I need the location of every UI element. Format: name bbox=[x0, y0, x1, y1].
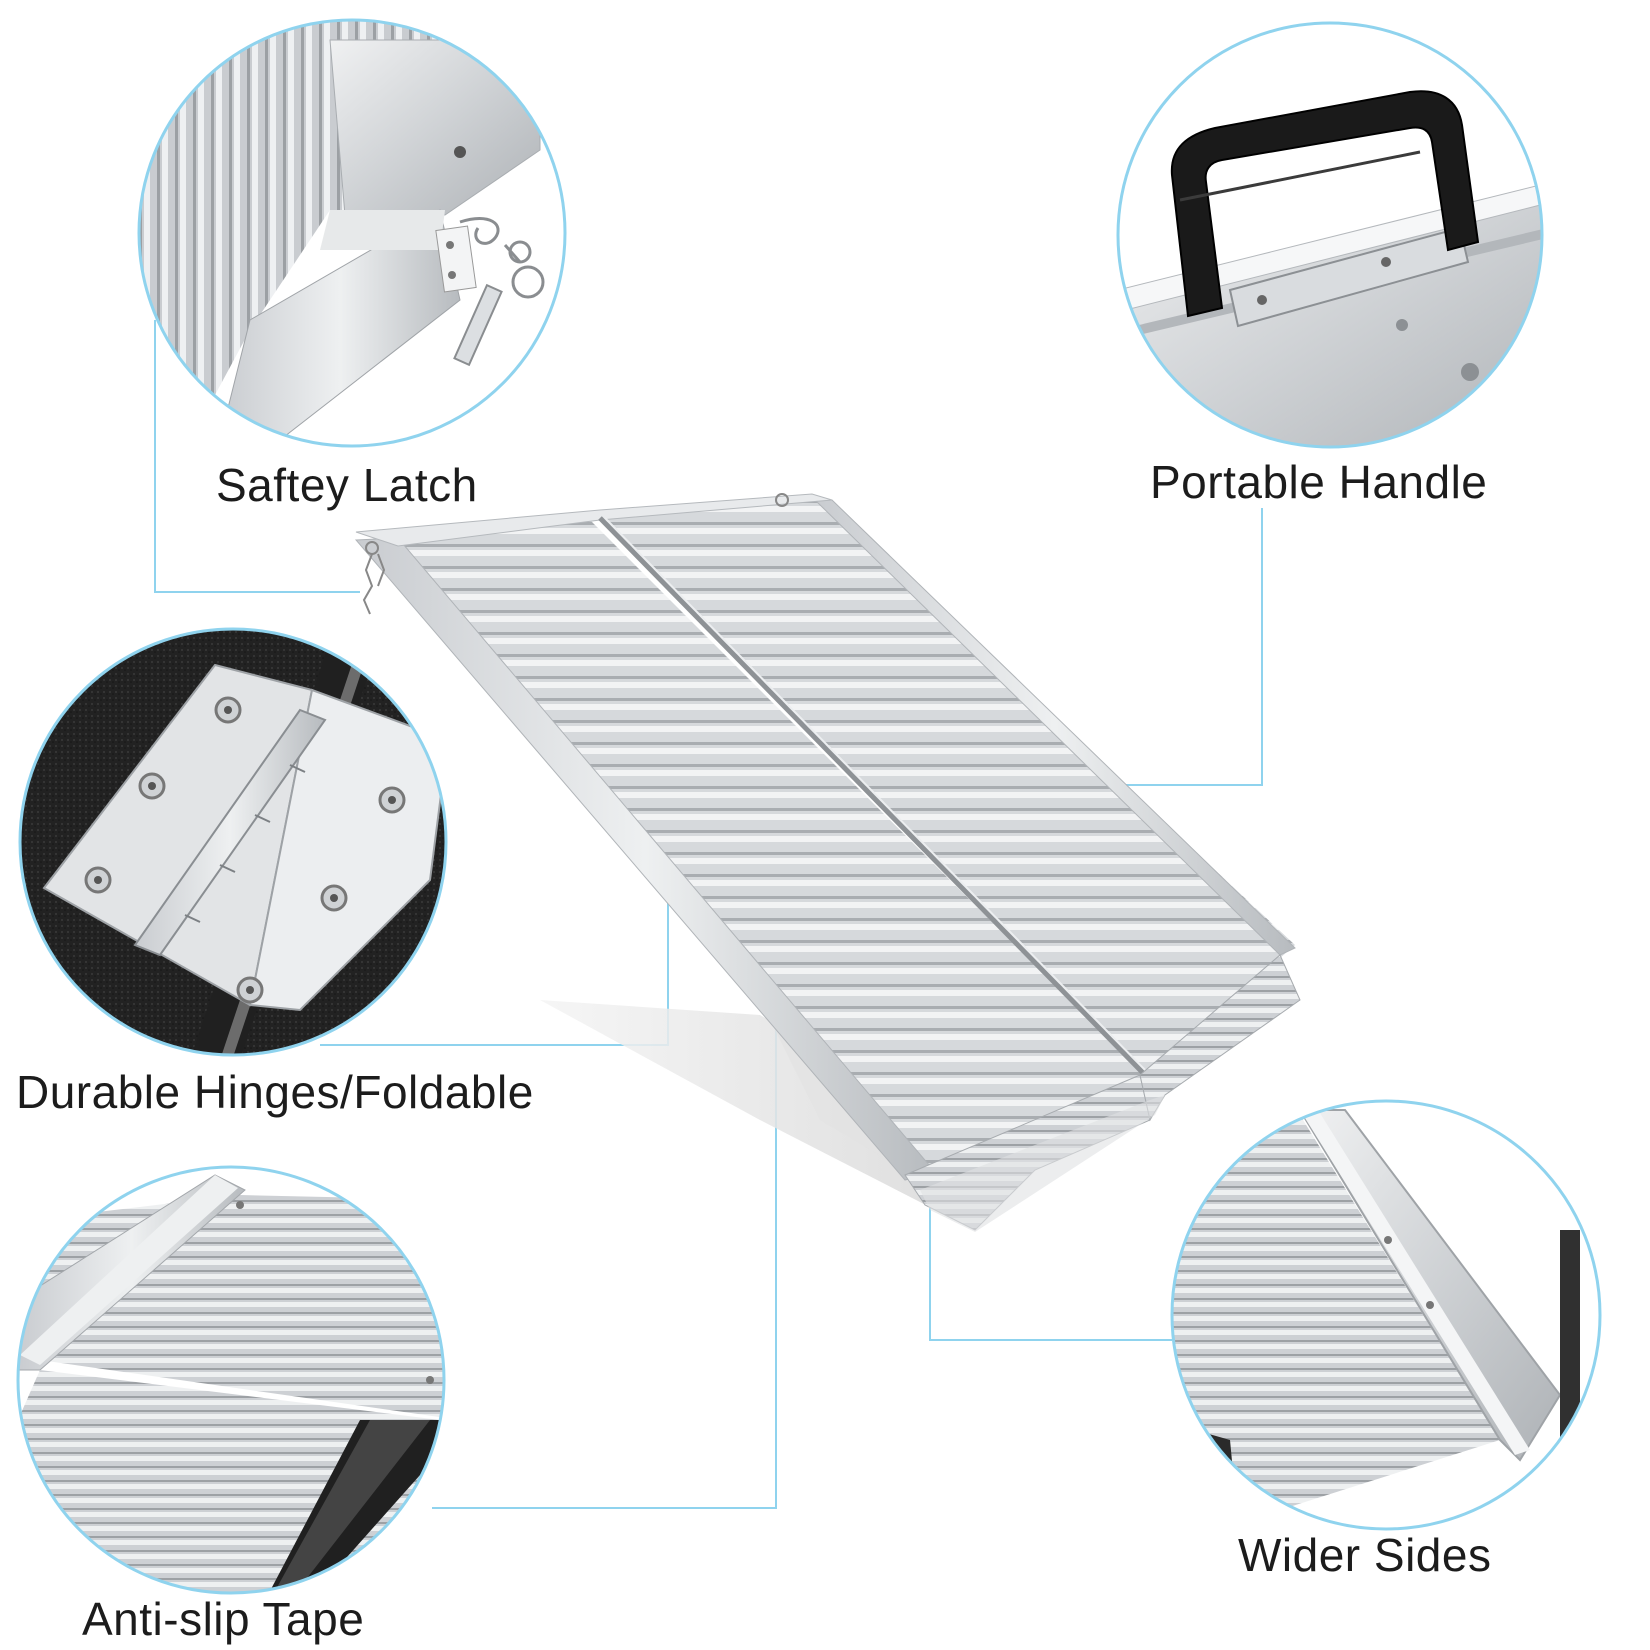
ramp-left-panel bbox=[395, 518, 1145, 1170]
label-anti-slip-tape: Anti-slip Tape bbox=[82, 1593, 365, 1645]
ramp-shadow bbox=[540, 1000, 965, 1220]
callout-circle-handle bbox=[1116, 21, 1544, 449]
callout-wider-sides bbox=[1170, 1099, 1602, 1531]
ramp-illustration bbox=[354, 493, 1301, 1232]
leader-line-wider bbox=[929, 1160, 1172, 1341]
callout-anti-slip-tape bbox=[16, 1165, 446, 1595]
leader-line-handle bbox=[1100, 508, 1263, 786]
ramp-right-panel bbox=[600, 500, 1295, 1075]
callout-portable-handle bbox=[1116, 21, 1544, 449]
label-wider-sides: Wider Sides bbox=[1238, 1529, 1492, 1581]
ramp-top-edge bbox=[355, 493, 833, 547]
leader-line-latch bbox=[154, 320, 360, 593]
label-safety-latch: Saftey Latch bbox=[216, 459, 478, 511]
label-durable-hinges: Durable Hinges/Foldable bbox=[16, 1066, 534, 1118]
ramp-hinge-seam bbox=[598, 516, 1147, 1077]
callout-durable-hinges bbox=[18, 627, 448, 1057]
callout-circle-latch bbox=[137, 18, 567, 448]
label-portable-handle: Portable Handle bbox=[1150, 456, 1488, 508]
ramp-latch-chain bbox=[362, 493, 789, 615]
callout-circle-hinges bbox=[18, 627, 448, 1057]
callout-safety-latch bbox=[137, 18, 567, 448]
leader-line-tape bbox=[432, 950, 777, 1509]
callout-circle-wider bbox=[1170, 1099, 1602, 1531]
callout-circle-tape bbox=[16, 1165, 446, 1595]
